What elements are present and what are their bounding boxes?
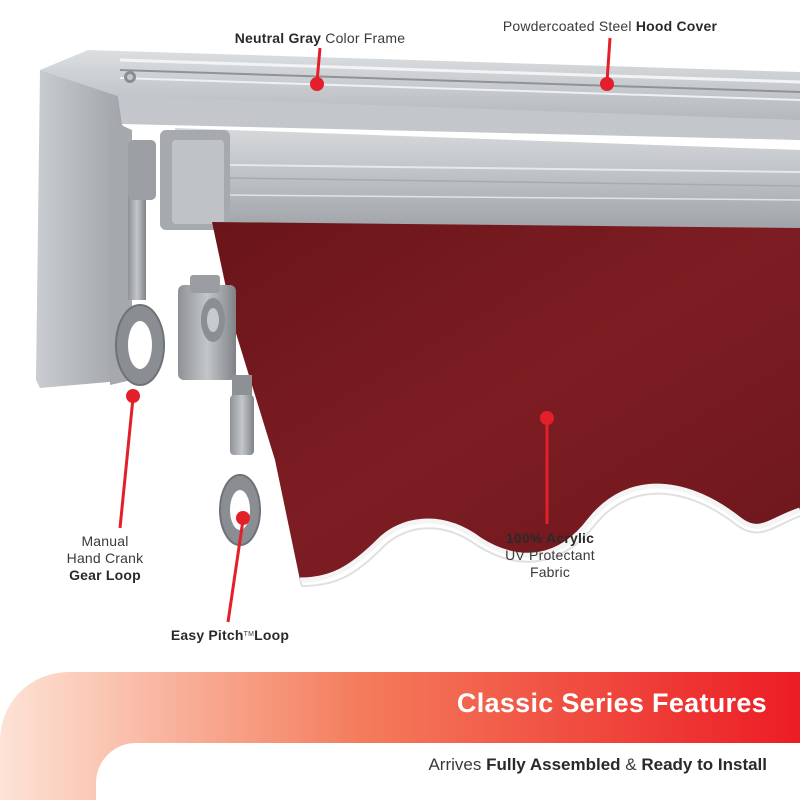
frame-callout-rest: Color Frame — [321, 30, 406, 46]
banner-subtitle-panel — [96, 743, 800, 800]
crank-callout-line1: Manual — [81, 533, 129, 549]
frame-callout-bold: Neutral Gray — [234, 30, 322, 46]
hood-callout-bold: Hood Cover — [635, 18, 718, 34]
banner-sub-mid: & — [620, 755, 642, 774]
banner-sub-bold2: Ready to Install — [641, 755, 767, 774]
fabric-callout-line2: UV Protectant — [505, 547, 595, 563]
callout-fabric-marker — [540, 411, 554, 524]
callout-pitch-marker — [226, 511, 250, 623]
front-bar — [160, 128, 800, 232]
banner-title: Classic Series Features — [456, 688, 767, 718]
callout-hood-marker — [600, 37, 614, 91]
hood-callout-label: Powdercoated Steel Hood Cover — [470, 18, 750, 35]
frame-callout-label: Neutral Gray Color Frame — [200, 30, 440, 47]
banner-sub-pre: Arrives — [428, 755, 487, 774]
crank-callout-bold: Gear Loop — [69, 567, 141, 583]
hood-callout-pre: Powdercoated Steel — [502, 18, 636, 34]
pitch-callout-rest: Loop — [254, 627, 290, 643]
banner-sub-bold1: Fully Assembled — [486, 755, 621, 774]
pitch-callout-bold: Easy Pitch — [170, 627, 244, 643]
crank-callout-label: Manual Hand Crank Gear Loop — [40, 533, 170, 584]
fabric-callout-line3: Fabric — [529, 564, 571, 580]
pitch-callout-label: Easy PitchTMLoop — [140, 627, 320, 644]
hand-crank-gear-loop — [115, 140, 165, 386]
callout-frame-marker — [310, 47, 324, 91]
awning-fabric — [212, 222, 800, 588]
callout-crank-marker — [118, 389, 140, 529]
banner-subtitle: Arrives Fully Assembled & Ready to Insta… — [428, 755, 767, 775]
fabric-callout-label: 100% Acrylic UV Protectant Fabric — [470, 530, 630, 581]
fabric-callout-bold: 100% Acrylic — [505, 530, 595, 546]
crank-callout-line2: Hand Crank — [66, 550, 144, 566]
gear-assembly — [178, 275, 254, 455]
hood-cover — [40, 50, 800, 140]
pitch-callout-tm: TM — [243, 631, 255, 638]
